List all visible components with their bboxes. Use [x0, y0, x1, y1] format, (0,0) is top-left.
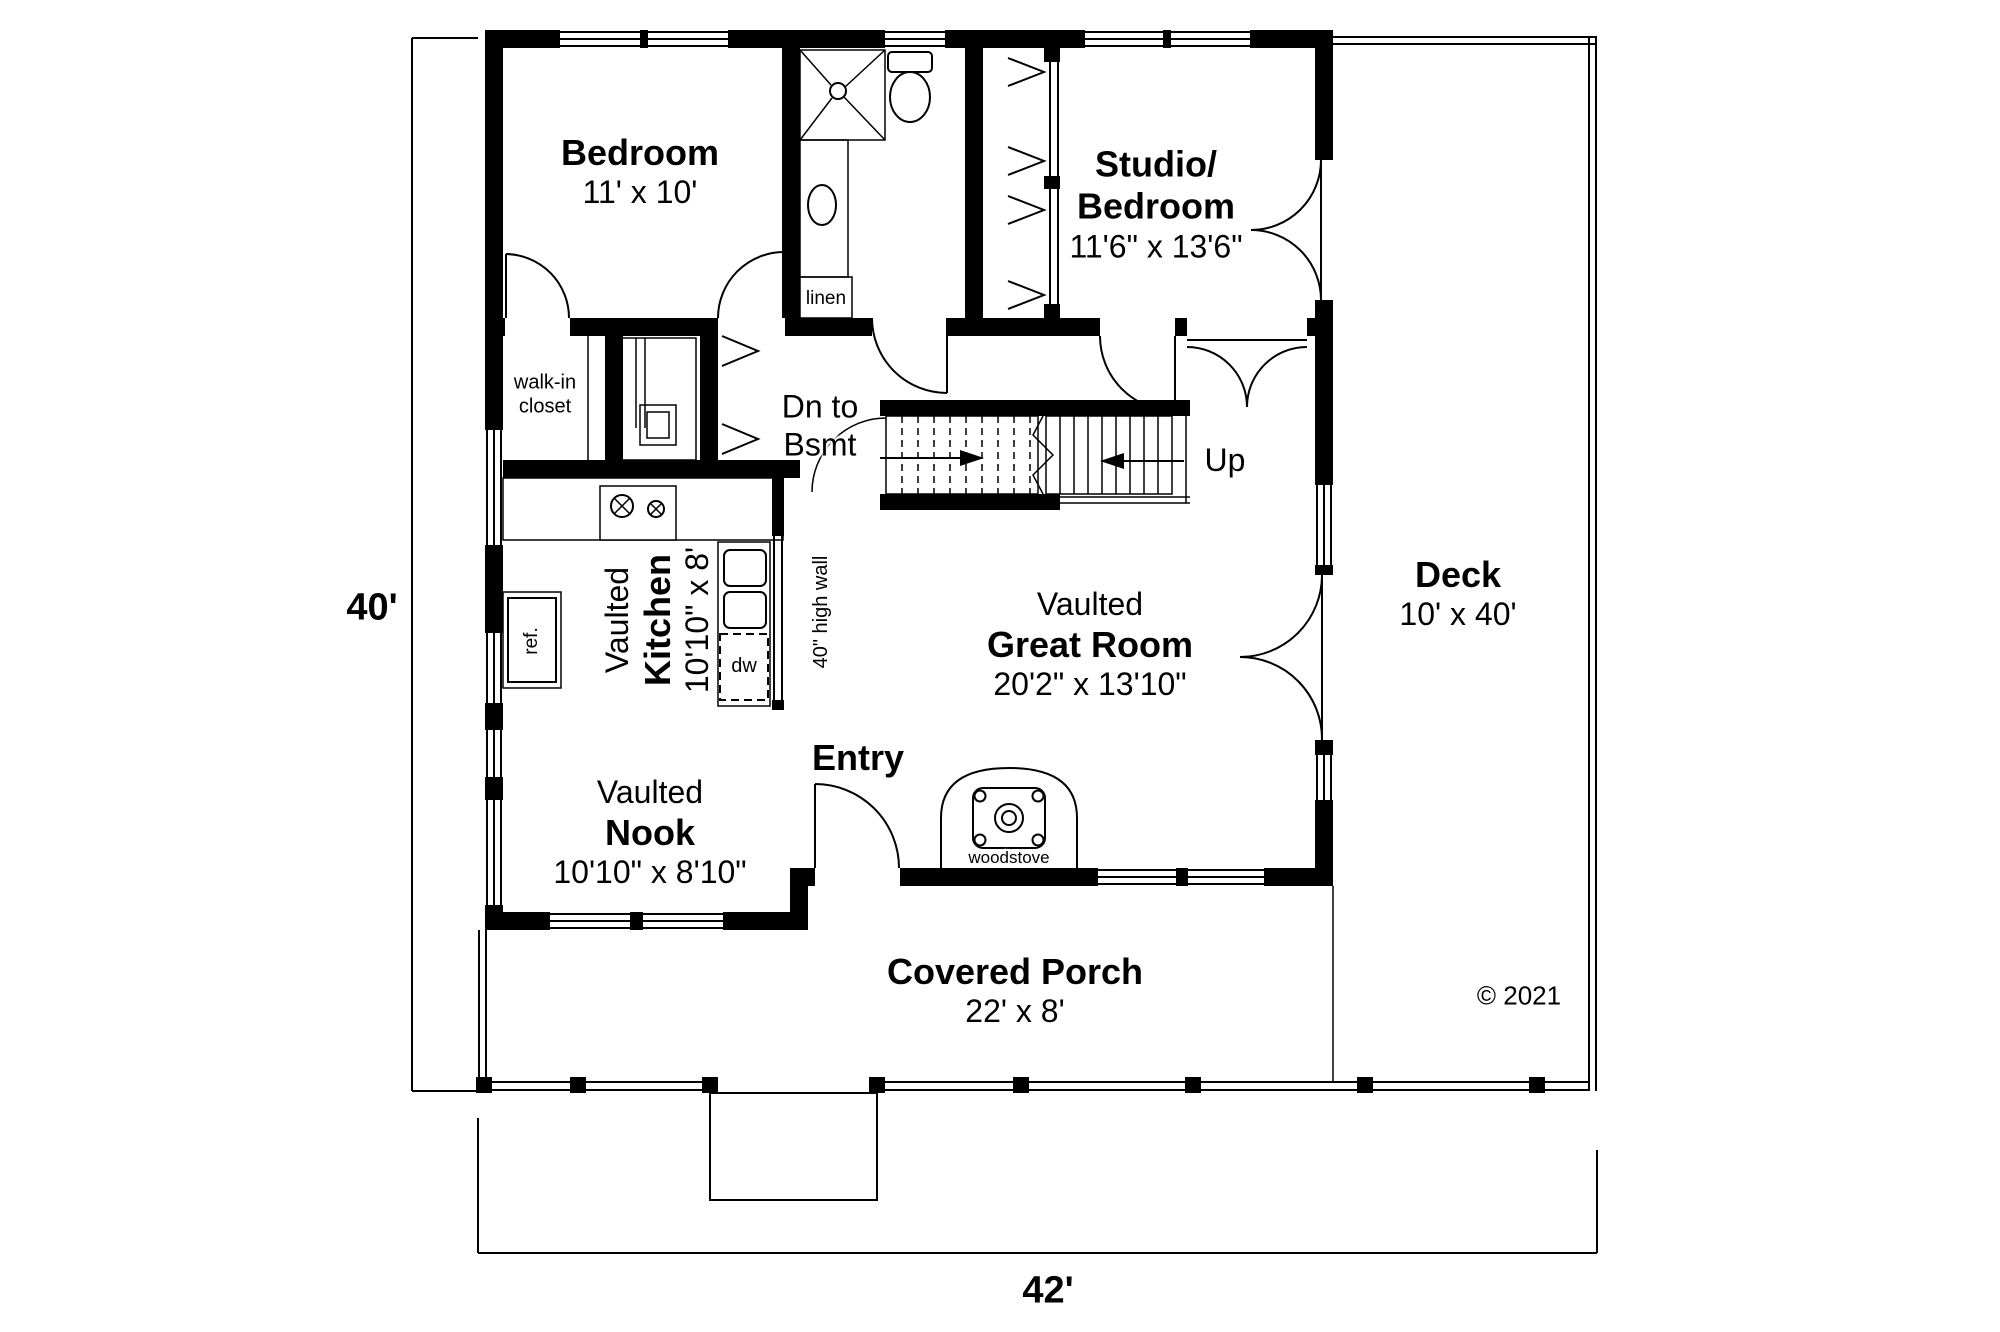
width-dimension-label: 42' — [1022, 1269, 1074, 1312]
bedroom-door — [717, 251, 785, 319]
porch-railing — [478, 930, 1589, 1091]
woodstove-label: woodstove — [968, 847, 1050, 867]
doors — [505, 159, 1324, 869]
dn-line2: Bsmt — [783, 426, 857, 462]
nook-name: Nook — [604, 811, 695, 853]
walk-in-closet-label: walk-in closet — [514, 371, 576, 418]
stairs-down-label: Dn to Bsmt — [782, 388, 858, 464]
dimension-lines — [411, 37, 1598, 1254]
studio-deck-french-doors — [1250, 159, 1322, 301]
bathroom-fixtures — [799, 49, 933, 319]
sink-counter — [717, 541, 771, 707]
range — [599, 485, 677, 541]
covered-porch-dims: 22' x 8' — [965, 993, 1065, 1030]
door-openings — [505, 160, 1333, 886]
shower — [799, 49, 886, 141]
water-heater — [621, 337, 697, 461]
studio-label: Studio/ Bedroom 11'6" x 13'6" — [1069, 144, 1242, 267]
copyright-text: © 2021 — [1476, 980, 1562, 1011]
refrigerator — [507, 597, 557, 683]
linen-cabinet — [799, 276, 853, 319]
studio-door — [1099, 335, 1176, 412]
entry-door — [814, 783, 900, 869]
deck-outline — [1332, 36, 1597, 1091]
studio-name-line2: Bedroom — [1076, 186, 1235, 228]
deck-dims: 10' x 40' — [1399, 596, 1517, 633]
stairs-up — [1045, 415, 1190, 504]
entry-label: Entry — [811, 736, 905, 778]
deck-name: Deck — [1414, 553, 1502, 595]
bedroom-label: Bedroom 11' x 10' — [561, 132, 719, 212]
windows — [485, 30, 1333, 930]
closet-door — [505, 253, 570, 319]
bath-door — [871, 317, 948, 394]
porch-posts — [476, 1077, 1545, 1093]
bedroom-name: Bedroom — [560, 131, 720, 173]
porch-steps — [709, 1092, 878, 1201]
covered-porch-label: Covered Porch 22' x 8' — [887, 951, 1143, 1031]
stair-door — [811, 417, 887, 493]
dn-line1: Dn to — [781, 388, 859, 425]
ref-counter — [502, 591, 562, 689]
stairs-up-label: Up — [1204, 442, 1246, 479]
woodstove-icon — [940, 766, 1078, 868]
chevron-marks — [721, 57, 1059, 455]
great-room-dims: 20'2" x 13'10" — [993, 666, 1187, 703]
nook-dims: 10'10" x 8'10" — [553, 854, 747, 891]
studio-name-line1: Studio/ — [1095, 143, 1217, 185]
vanity-sink — [799, 139, 849, 278]
stairs-down — [880, 415, 1039, 495]
great-room-qualifier: Vaulted — [1036, 586, 1144, 623]
kitchen-name: Kitchen — [636, 554, 678, 687]
dishwasher-label: dw — [731, 655, 757, 678]
studio-dims: 11'6" x 13'6" — [1069, 228, 1243, 265]
half-wall-lines — [773, 536, 783, 700]
bedroom-dims: 11' x 10' — [582, 174, 698, 211]
refrigerator-label: ref. — [520, 627, 542, 655]
deck-label: Deck 10' x 40' — [1399, 554, 1516, 634]
half-wall-label: 40" high wall — [810, 555, 833, 669]
kitchen-label: Vaulted Kitchen 10'10" x 8' — [599, 547, 717, 693]
kitchen-fixtures — [502, 477, 784, 707]
studio-greatroom-double-doors — [1186, 339, 1308, 408]
kitchen-qualifier: Vaulted — [599, 566, 636, 674]
nook-qualifier: Vaulted — [596, 774, 704, 811]
dishwasher — [719, 633, 769, 701]
nook-label: Vaulted Nook 10'10" x 8'10" — [553, 774, 746, 892]
great-room-name: Great Room — [986, 623, 1194, 665]
toilet — [887, 51, 933, 123]
height-dimension-label: 40' — [346, 586, 398, 629]
covered-porch-name: Covered Porch — [886, 950, 1144, 992]
kitchen-sink — [723, 549, 767, 629]
great-room-label: Vaulted Great Room 20'2" x 13'10" — [987, 586, 1193, 704]
linen-label: linen — [805, 287, 847, 309]
stairs — [880, 415, 1190, 504]
greatroom-deck-french-doors — [1239, 574, 1324, 741]
closet-line1: walk-in — [513, 371, 577, 394]
stair-break-line — [1032, 415, 1055, 495]
closet-line2: closet — [518, 395, 572, 417]
kitchen-dims: 10'10" x 8' — [679, 546, 716, 694]
